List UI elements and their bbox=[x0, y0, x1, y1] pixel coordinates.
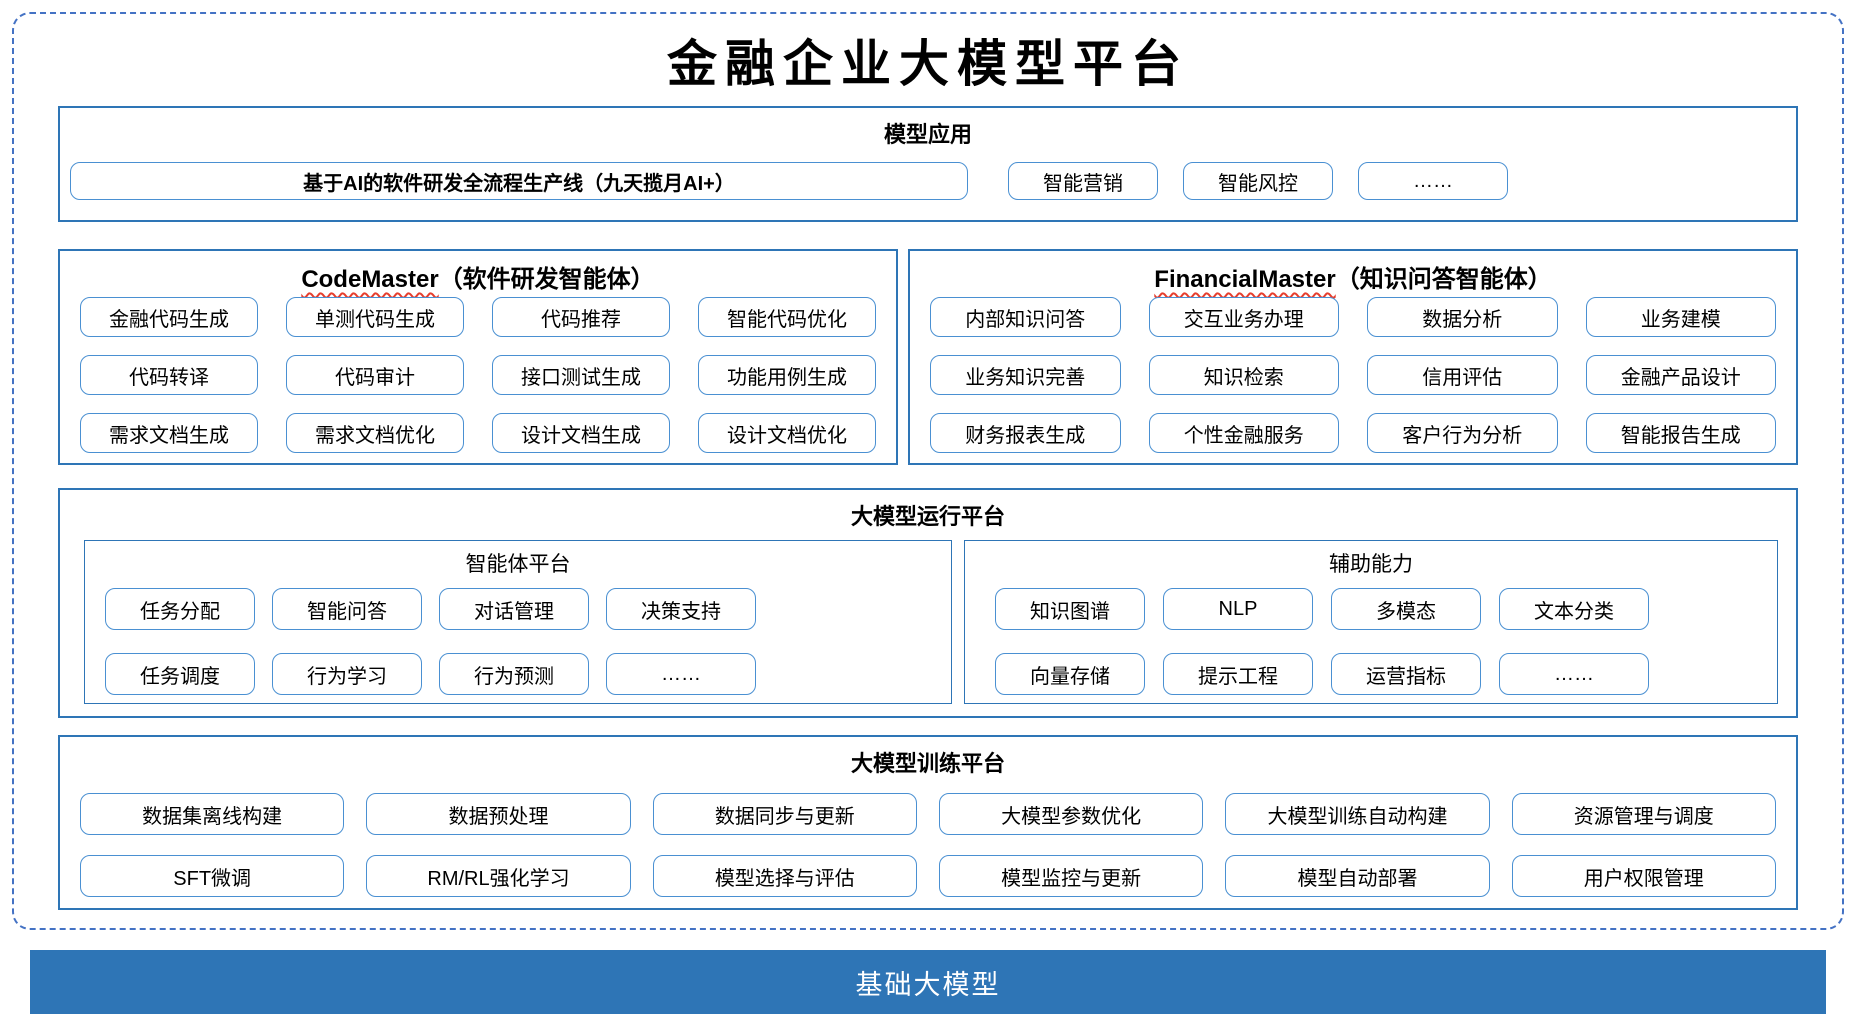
more-apps-button[interactable]: …… bbox=[1358, 162, 1508, 200]
capability-button[interactable]: 提示工程 bbox=[1163, 653, 1313, 695]
auxiliary-capability-header: 辅助能力 bbox=[1329, 553, 1413, 576]
capability-button[interactable]: SFT微调 bbox=[80, 855, 345, 897]
capability-button[interactable]: 信用评估 bbox=[1367, 355, 1558, 395]
financialmaster-row-3: 财务报表生成 个性金融服务 客户行为分析 智能报告生成 bbox=[930, 413, 1776, 453]
agent-platform-row-1: 任务分配 智能问答 对话管理 决策支持 bbox=[105, 588, 756, 630]
auxiliary-row-2: 向量存储 提示工程 运营指标 …… bbox=[995, 653, 1649, 695]
capability-button[interactable]: 代码转译 bbox=[80, 355, 258, 395]
capability-button[interactable]: 对话管理 bbox=[439, 588, 589, 630]
capability-button[interactable]: 业务建模 bbox=[1585, 297, 1776, 337]
capability-button[interactable]: 智能代码优化 bbox=[698, 297, 876, 337]
financialmaster-name-en: FinancialMaster bbox=[1154, 266, 1336, 293]
capability-button[interactable]: 设计文档生成 bbox=[492, 413, 670, 453]
capability-button[interactable]: 用户权限管理 bbox=[1511, 855, 1776, 897]
auxiliary-row-1: 知识图谱 NLP 多模态 文本分类 bbox=[995, 588, 1649, 630]
financialmaster-header: FinancialMaster（知识问答智能体） bbox=[910, 251, 1796, 294]
agent-platform-box: 智能体平台 任务分配 智能问答 对话管理 决策支持 任务调度 行为学习 行为预测… bbox=[84, 540, 952, 704]
ai-pipeline-button[interactable]: 基于AI的软件研发全流程生产线（九天揽月AI+） bbox=[70, 162, 968, 200]
capability-button[interactable]: 智能问答 bbox=[272, 588, 422, 630]
capability-button[interactable]: 接口测试生成 bbox=[492, 355, 670, 395]
capability-button[interactable]: 知识图谱 bbox=[995, 588, 1145, 630]
capability-button[interactable]: 向量存储 bbox=[995, 653, 1145, 695]
capability-button[interactable]: 金融代码生成 bbox=[80, 297, 258, 337]
capability-button[interactable]: 代码推荐 bbox=[492, 297, 670, 337]
outer-dashed-border bbox=[12, 12, 1844, 930]
capability-button[interactable]: 任务分配 bbox=[105, 588, 255, 630]
capability-button[interactable]: 个性金融服务 bbox=[1148, 413, 1339, 453]
training-platform-header: 大模型训练平台 bbox=[850, 751, 1005, 776]
agent-platform-row-2: 任务调度 行为学习 行为预测 …… bbox=[105, 653, 756, 695]
capability-button[interactable]: 功能用例生成 bbox=[698, 355, 876, 395]
codemaster-name-en: CodeMaster bbox=[301, 266, 439, 293]
capability-button[interactable]: RM/RL强化学习 bbox=[366, 855, 631, 897]
capability-button[interactable]: 资源管理与调度 bbox=[1511, 793, 1776, 835]
section-financialmaster-agent: FinancialMaster（知识问答智能体） 内部知识问答 交互业务办理 数… bbox=[908, 249, 1798, 465]
capability-button[interactable]: 大模型训练自动构建 bbox=[1225, 793, 1490, 835]
model-applications-header: 模型应用 bbox=[883, 122, 972, 147]
capability-button[interactable]: 单测代码生成 bbox=[286, 297, 464, 337]
model-applications-row: 基于AI的软件研发全流程生产线（九天揽月AI+） 智能营销 智能风控 …… bbox=[70, 162, 1533, 200]
capability-button[interactable]: 模型自动部署 bbox=[1225, 855, 1490, 897]
financialmaster-row-2: 业务知识完善 知识检索 信用评估 金融产品设计 bbox=[930, 355, 1776, 395]
codemaster-row-2: 代码转译 代码审计 接口测试生成 功能用例生成 bbox=[80, 355, 876, 395]
capability-button[interactable]: 大模型参数优化 bbox=[938, 793, 1204, 835]
capability-button[interactable]: …… bbox=[606, 653, 756, 695]
training-row-1: 数据集离线构建 数据预处理 数据同步与更新 大模型参数优化 大模型训练自动构建 … bbox=[80, 793, 1776, 835]
capability-button[interactable]: …… bbox=[1499, 653, 1649, 695]
base-model-bar: 基础大模型 bbox=[30, 950, 1826, 1014]
capability-button[interactable]: 智能报告生成 bbox=[1585, 413, 1776, 453]
capability-button[interactable]: 代码审计 bbox=[286, 355, 464, 395]
section-training-platform: 大模型训练平台 数据集离线构建 数据预处理 数据同步与更新 大模型参数优化 大模… bbox=[58, 735, 1798, 910]
codemaster-row-1: 金融代码生成 单测代码生成 代码推荐 智能代码优化 bbox=[80, 297, 876, 337]
section-codemaster-agent: CodeMaster（软件研发智能体） 金融代码生成 单测代码生成 代码推荐 智… bbox=[58, 249, 898, 465]
capability-button[interactable]: 内部知识问答 bbox=[930, 297, 1121, 337]
capability-button[interactable]: 数据分析 bbox=[1367, 297, 1558, 337]
codemaster-name-zh: （软件研发智能体） bbox=[438, 266, 655, 293]
capability-button[interactable]: 模型监控与更新 bbox=[938, 855, 1204, 897]
capability-button[interactable]: 需求文档优化 bbox=[286, 413, 464, 453]
capability-button[interactable]: 决策支持 bbox=[606, 588, 756, 630]
auxiliary-capability-box: 辅助能力 知识图谱 NLP 多模态 文本分类 向量存储 提示工程 运营指标 …… bbox=[964, 540, 1778, 704]
capability-button[interactable]: NLP bbox=[1163, 588, 1313, 630]
capability-button[interactable]: 设计文档优化 bbox=[698, 413, 876, 453]
section-model-applications: 模型应用 基于AI的软件研发全流程生产线（九天揽月AI+） 智能营销 智能风控 … bbox=[58, 106, 1798, 222]
capability-button[interactable]: 文本分类 bbox=[1499, 588, 1649, 630]
capability-button[interactable]: 数据预处理 bbox=[366, 793, 631, 835]
financialmaster-name-zh: （知识问答智能体） bbox=[1335, 266, 1552, 293]
capability-button[interactable]: 行为学习 bbox=[272, 653, 422, 695]
capability-button[interactable]: 任务调度 bbox=[105, 653, 255, 695]
section-runtime-platform: 大模型运行平台 智能体平台 任务分配 智能问答 对话管理 决策支持 任务调度 行… bbox=[58, 488, 1798, 718]
smart-marketing-button[interactable]: 智能营销 bbox=[1008, 162, 1158, 200]
capability-button[interactable]: 行为预测 bbox=[439, 653, 589, 695]
base-model-label: 基础大模型 bbox=[855, 969, 1001, 1000]
smart-risk-control-button[interactable]: 智能风控 bbox=[1183, 162, 1333, 200]
capability-button[interactable]: 业务知识完善 bbox=[930, 355, 1121, 395]
codemaster-header: CodeMaster（软件研发智能体） bbox=[60, 251, 896, 294]
capability-button[interactable]: 多模态 bbox=[1331, 588, 1481, 630]
capability-button[interactable]: 数据同步与更新 bbox=[652, 793, 917, 835]
runtime-platform-header: 大模型运行平台 bbox=[850, 504, 1005, 529]
capability-button[interactable]: 数据集离线构建 bbox=[80, 793, 345, 835]
capability-button[interactable]: 运营指标 bbox=[1331, 653, 1481, 695]
capability-button[interactable]: 财务报表生成 bbox=[930, 413, 1121, 453]
capability-button[interactable]: 客户行为分析 bbox=[1367, 413, 1558, 453]
capability-button[interactable]: 交互业务办理 bbox=[1148, 297, 1339, 337]
codemaster-row-3: 需求文档生成 需求文档优化 设计文档生成 设计文档优化 bbox=[80, 413, 876, 453]
capability-button[interactable]: 需求文档生成 bbox=[80, 413, 258, 453]
agent-platform-header: 智能体平台 bbox=[465, 553, 571, 576]
capability-button[interactable]: 金融产品设计 bbox=[1585, 355, 1776, 395]
financialmaster-row-1: 内部知识问答 交互业务办理 数据分析 业务建模 bbox=[930, 297, 1776, 337]
capability-button[interactable]: 知识检索 bbox=[1148, 355, 1339, 395]
page-title: 金融企业大模型平台 bbox=[667, 36, 1189, 92]
training-row-2: SFT微调 RM/RL强化学习 模型选择与评估 模型监控与更新 模型自动部署 用… bbox=[80, 855, 1776, 897]
capability-button[interactable]: 模型选择与评估 bbox=[652, 855, 917, 897]
